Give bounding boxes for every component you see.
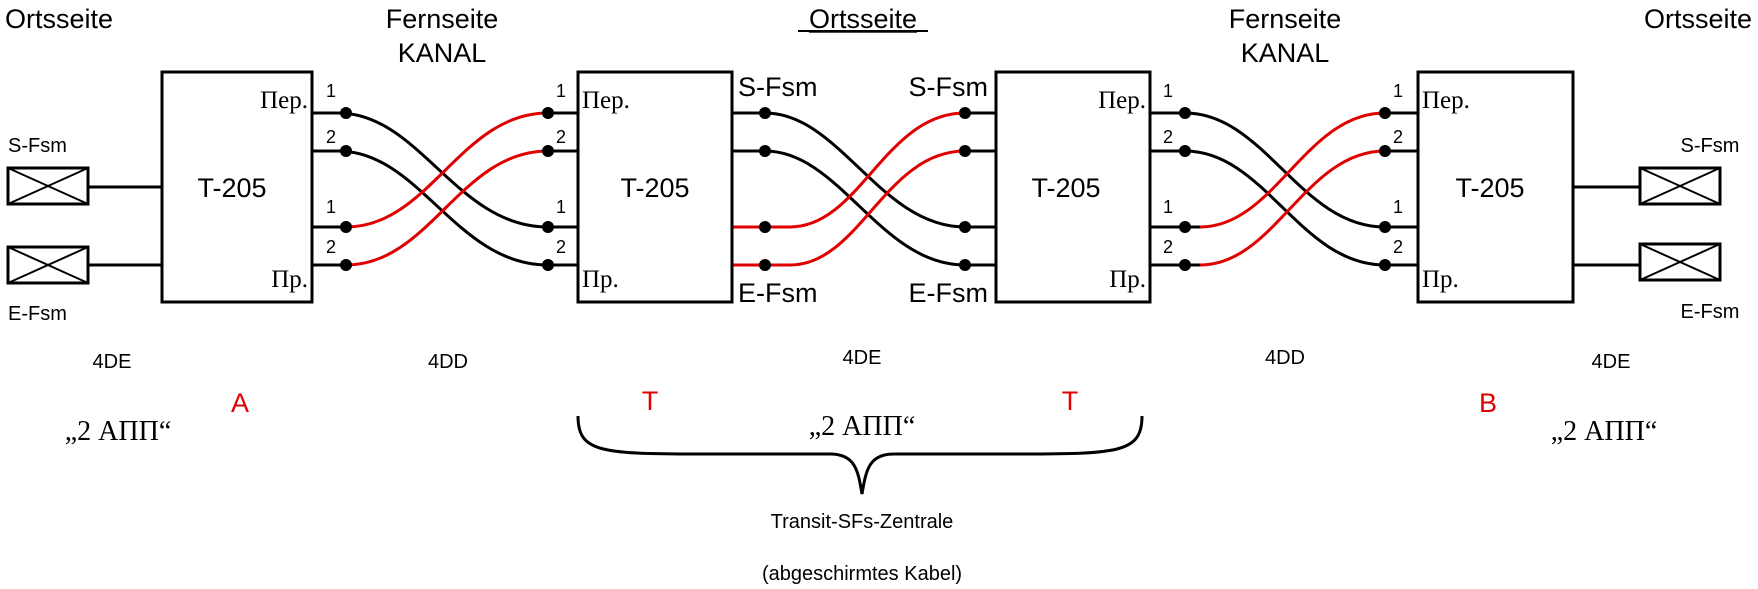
ortsseite-right-label: Ortsseite <box>1644 4 1752 34</box>
pair-number-2b: 2 <box>326 237 336 257</box>
pair-number-2h: 2 <box>1393 237 1403 257</box>
pair-number-1h: 1 <box>1393 197 1403 217</box>
pair-number-1f: 1 <box>1163 197 1173 217</box>
link-4de-right: 4DE <box>1592 351 1631 373</box>
t205-block-1-port-receive: Пр. <box>271 266 308 293</box>
t205-block-4: T-205 Пер. Пр. <box>1416 70 1575 304</box>
t205-block-3-port-send: Пер. <box>1098 87 1146 114</box>
pair-number-1d: 1 <box>556 197 566 217</box>
s-fsm-right-icon <box>1638 166 1722 206</box>
shielded-cable-label: (abgeschirmtes Kabel) <box>762 563 962 585</box>
t205-block-3-name: T-205 <box>1031 173 1100 203</box>
e-fsm-center-right-label: E-Fsm <box>909 278 988 308</box>
pair-number-1e: 1 <box>1163 81 1173 101</box>
pair-number-1b: 1 <box>326 197 336 217</box>
station-b-label: B <box>1479 388 1497 418</box>
fernseite-left-label: Fernseite <box>386 4 499 34</box>
junction-dots <box>340 107 1391 271</box>
t205-block-2: T-205 Пер. Пр. <box>576 70 734 304</box>
ortsseite-left-label: Ortsseite <box>5 4 113 34</box>
t205-block-4-port-receive: Пр. <box>1422 266 1459 293</box>
pair-number-2g: 2 <box>1393 127 1403 147</box>
station-t-left-label: T <box>642 386 659 416</box>
fernseite-right-label: Fernseite <box>1229 4 1342 34</box>
s-fsm-left-icon <box>6 166 90 206</box>
s-fsm-center-left-label: S-Fsm <box>738 72 817 102</box>
e-fsm-left-label: E-Fsm <box>8 303 67 325</box>
t205-block-2-port-receive: Пр. <box>582 266 619 293</box>
transit-brace <box>576 415 1144 495</box>
kanal-left-label: KANAL <box>398 38 487 68</box>
t205-block-3-port-receive: Пр. <box>1109 266 1146 293</box>
t205-block-2-name: T-205 <box>620 173 689 203</box>
kanal-right-label: KANAL <box>1241 38 1330 68</box>
s-fsm-right-label: S-Fsm <box>1681 135 1740 157</box>
s-fsm-left-label: S-Fsm <box>8 135 67 157</box>
link-4de-center: 4DE <box>843 347 882 369</box>
pair-number-2e: 2 <box>1163 127 1173 147</box>
s-fsm-center-right-label: S-Fsm <box>909 72 988 102</box>
app-left-label: „2 АПП“ <box>65 416 172 447</box>
link-4dd-right: 4DD <box>1265 347 1305 369</box>
station-a-label: A <box>231 388 249 418</box>
transit-center-label: Transit-SFs-Zentrale <box>771 511 954 533</box>
e-fsm-right-icon <box>1638 242 1722 282</box>
local-section <box>732 111 996 267</box>
ortsseite-center-label: Ortsseite <box>809 4 917 34</box>
t205-block-2-port-send: Пер. <box>582 87 630 114</box>
e-fsm-right-label: E-Fsm <box>1681 301 1740 323</box>
cable-section-2 <box>1150 111 1418 267</box>
pair-number-2d: 2 <box>556 237 566 257</box>
app-right-label: „2 АПП“ <box>1551 416 1658 447</box>
t205-block-4-name: T-205 <box>1455 173 1524 203</box>
pair-number-1c: 1 <box>556 81 566 101</box>
pair-number-1a: 1 <box>326 81 336 101</box>
pair-number-2a: 2 <box>326 127 336 147</box>
t205-block-1-port-send: Пер. <box>260 87 308 114</box>
pair-number-1g: 1 <box>1393 81 1403 101</box>
pair-number-2f: 2 <box>1163 237 1173 257</box>
station-t-right-label: T <box>1062 386 1079 416</box>
link-4de-left: 4DE <box>93 351 132 373</box>
t205-block-1: T-205 Пер. Пр. <box>160 70 314 304</box>
t205-block-1-name: T-205 <box>197 173 266 203</box>
link-4dd-left: 4DD <box>428 351 468 373</box>
pair-number-2c: 2 <box>556 127 566 147</box>
cable-section-1 <box>312 111 578 267</box>
t205-block-3: T-205 Пер. Пр. <box>994 70 1152 304</box>
e-fsm-left-icon <box>6 245 90 285</box>
app-center-label: „2 АПП“ <box>809 411 916 442</box>
e-fsm-center-left-label: E-Fsm <box>738 278 817 308</box>
t205-block-4-port-send: Пер. <box>1422 87 1470 114</box>
